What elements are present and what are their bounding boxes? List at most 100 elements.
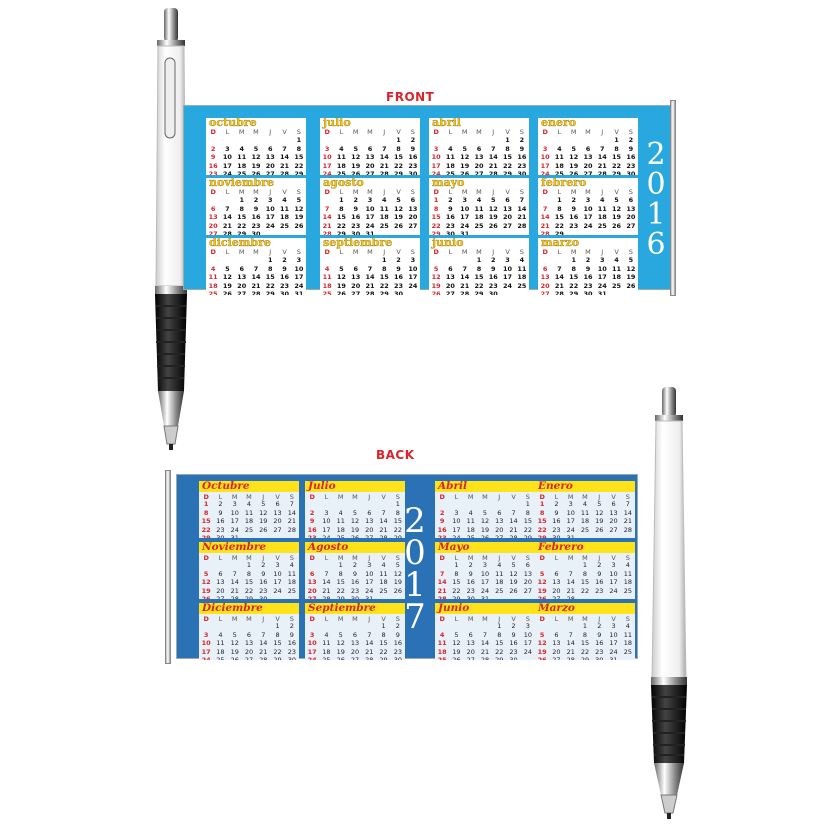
empty-day-cell — [478, 500, 492, 509]
weekday-header: V — [396, 248, 401, 256]
day-cell: 31 — [228, 534, 242, 538]
day-cell: 18 — [466, 525, 475, 534]
day-cell: 12 — [294, 204, 304, 213]
day-cell: 8 — [505, 144, 510, 153]
day-cell: 12 — [509, 569, 518, 578]
weekday-header: M — [585, 248, 591, 256]
day-cell: 10 — [609, 569, 618, 578]
weekday-header: S — [410, 248, 415, 256]
month-header-bar — [305, 481, 405, 492]
day-grid: 1234567891011121314151617181920212223242… — [305, 622, 405, 660]
empty-day-cell — [552, 256, 566, 265]
weekday-header: D — [210, 188, 216, 196]
day-cell: 24 — [460, 221, 470, 230]
day-cell: 21 — [222, 221, 232, 230]
day-cell: 1 — [382, 256, 387, 264]
weekday-header: M — [461, 188, 468, 196]
day-cell: 12 — [537, 578, 547, 587]
day-cell: 12 — [230, 639, 239, 648]
day-cell: 5 — [614, 196, 619, 204]
weekday-header: L — [448, 248, 453, 256]
day-cell: 4 — [239, 144, 244, 153]
empty-day-cell — [362, 622, 376, 631]
weekday-header: J — [598, 554, 601, 562]
day-cell: 8 — [497, 630, 502, 639]
day-cell: 25 — [623, 647, 632, 656]
day-cell: 10 — [265, 204, 275, 213]
day-cell: 30 — [488, 290, 498, 295]
day-cell: 14 — [365, 273, 375, 282]
day-cell: 13 — [445, 273, 455, 282]
day-cell: 2 — [289, 622, 294, 630]
day-cell: 30 — [549, 534, 563, 538]
day-cell: 14 — [259, 639, 268, 648]
day-cell: 28 — [540, 230, 550, 235]
day-cell: 15 — [394, 153, 404, 162]
day-cell: 4 — [381, 561, 386, 569]
day-cell: 1 — [476, 256, 482, 264]
day-cell: 23 — [251, 221, 261, 230]
day-cell: 28 — [564, 595, 578, 599]
day-cell: 21 — [365, 647, 374, 656]
day-cell: 25 — [244, 525, 254, 534]
weekday-header: M — [352, 188, 359, 196]
day-cell: 8 — [557, 204, 562, 213]
weekday-header: S — [395, 554, 400, 562]
empty-day-cell — [363, 136, 377, 145]
empty-day-cell — [595, 136, 609, 145]
month-name: Marzo — [538, 603, 575, 614]
day-cell: 2 — [261, 561, 266, 569]
day-cell: 4 — [210, 264, 216, 273]
empty-day-cell — [449, 500, 463, 509]
day-cell: 12 — [259, 508, 268, 517]
day-cell: 7 — [282, 144, 287, 153]
empty-day-cell — [506, 500, 520, 509]
day-cell: 23 — [351, 221, 361, 230]
month-name: mayo — [432, 178, 465, 189]
day-cell: 17 — [322, 161, 332, 170]
weekday-header: S — [289, 493, 294, 501]
weekday-header: J — [498, 615, 501, 623]
day-cell: 25 — [554, 170, 564, 175]
day-cell: 6 — [410, 196, 416, 204]
day-cell: 2 — [353, 196, 358, 204]
day-cell: 6 — [268, 144, 273, 153]
day-cell: 13 — [307, 578, 317, 587]
day-cell: 24 — [294, 281, 304, 290]
day-cell: 20 — [265, 161, 275, 170]
day-cell: 31 — [478, 595, 492, 599]
day-cell: 26 — [351, 170, 361, 175]
day-cell: 20 — [216, 586, 225, 595]
day-cell: 7 — [568, 630, 573, 639]
day-cell: 26 — [569, 170, 579, 175]
weekday-header: M — [246, 615, 252, 623]
weekday-header: D — [433, 128, 439, 136]
weekday-header: L — [225, 128, 230, 136]
day-cell: 28 — [506, 534, 520, 538]
day-cell: 30 — [408, 170, 418, 175]
day-cell: 9 — [511, 630, 516, 639]
day-cell: 7 — [557, 264, 562, 273]
day-cell: 4 — [557, 144, 562, 153]
day-cell: 20 — [503, 213, 513, 222]
day-cell: 11 — [216, 639, 225, 648]
weekday-header: S — [395, 493, 400, 501]
day-cell: 31 — [606, 656, 620, 660]
day-cell: 22 — [336, 221, 346, 230]
day-cell: 22 — [201, 525, 211, 534]
day-cell: 22 — [580, 586, 590, 595]
weekday-header: M — [461, 128, 468, 136]
day-cell: 30 — [280, 290, 290, 295]
day-cell: 8 — [246, 569, 252, 578]
empty-day-cell — [535, 622, 549, 631]
day-cell: 1 — [339, 196, 344, 204]
day-cell: 29 — [376, 656, 390, 660]
weekday-header: M — [476, 188, 482, 196]
day-cell: 22 — [294, 161, 304, 170]
